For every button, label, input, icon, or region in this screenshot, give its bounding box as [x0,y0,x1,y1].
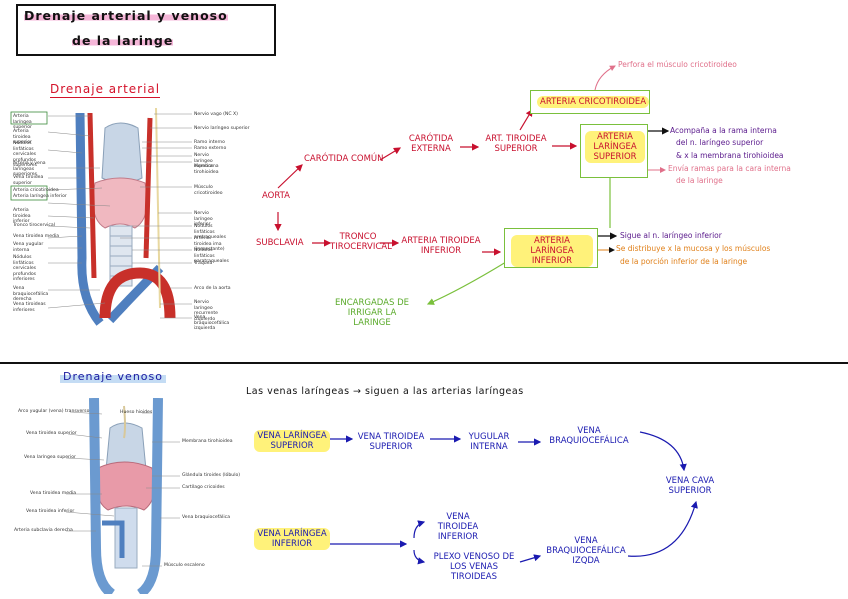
fig-label-l9: Tronco tirocervical [13,223,55,228]
node-carotida-comun: CARÓTIDA COMÚN [304,154,384,164]
vnode-yugular-interna: YUGULAR INTERNA [468,432,510,452]
fig-label-r6: Membrana tirohioidea [194,164,219,175]
vfig-label-r4: Cartílago cricoides [182,485,225,490]
arterial-heading: Drenaje arterial [50,82,161,98]
fig-label-r13: Arco de la aorta [194,286,231,291]
fig-label-l12: Nódulos linfáticos cervicales profundos … [13,255,37,283]
venoso-illustration: Arco yugular (vena) transverso Vena tiro… [12,397,240,599]
fig-label-r2: Nervio laríngeo superior [194,126,250,131]
fig-label-l8: Arteria tiroidea inferior [13,208,31,225]
node-arteria-cricotiroidea: ARTERIA CRICOTIROIDEA [537,96,650,108]
vfig-label-r6: Músculo escaleno [164,563,205,568]
vfig-label-l4: Vena tiroidea media [30,491,77,496]
venoso-intro: Las venas laríngeas → siguen a las arter… [246,386,524,397]
varrow-8 [519,554,542,563]
arrow-encargadas [426,261,507,305]
varrow-4 [639,431,687,472]
node-aorta: AORTA [262,191,290,201]
fig-label-l14: Vena tiroideas inferiores [13,302,46,313]
node-arteria-tiroidea-inferior: ARTERIA TIROIDEA INFERIOR [401,236,481,256]
fig-label-l2: Arteria tiroidea superior [13,129,32,146]
fig-label-r11: Nódulos linfáticos paratraqueales [194,248,229,265]
fig-label-r15: Vena braquiocefálica izquierda [194,315,230,332]
larynx-venous-figure [12,397,234,599]
varrow-7 [413,549,426,565]
node-carotida-externa: CARÓTIDA EXTERNA [408,134,454,154]
arterial-arrows [274,65,670,305]
node-subclavia: SUBCLAVIA [256,238,304,248]
note-distribuye-1: Se distribuye x la mucosa y los músculos [616,244,771,253]
note-distribuye-2: de la porción inferior de la laringe [620,257,748,266]
fig-label-l3: Nódulos linfáticos cervicales profundos … [13,141,38,169]
fig-label-r14: Nervio laríngeo recurrente izquierdo [194,300,219,322]
note-envia-1: Envía ramas para la cara interna [668,164,791,173]
larynx-arterial-figure [10,107,230,330]
vfig-label-l3: Vena laríngea superior [24,455,76,460]
vnode-vena-tiroidea-inferior: VENA TIROIDEA INFERIOR [437,512,479,542]
title-line-1: Drenaje arterial y venoso [24,8,228,23]
note-sigue: Sigue al n. laríngeo inferior [620,231,722,240]
vnode-vena-laringea-superior: VENA LARÍNGEA SUPERIOR [254,430,330,452]
varrow-6 [413,520,426,539]
fig-label-l10: Vena tiroidea media [13,234,60,239]
note-acompana-3: & x la membrana tirohioidea [676,151,784,160]
fig-label-l7: Arteria laríngea inferior [13,194,67,199]
vnode-vena-laringea-inferior: VENA LARÍNGEA INFERIOR [254,528,330,550]
note-perfora: Perfora el músculo cricotiroideo [618,60,737,69]
fig-label-r9: Nódulos linfáticos pretraqueales [194,224,226,241]
node-tronco-tirocervical: TRONCO TIROCERVICAL [330,232,392,252]
venoso-heading: Drenaje venoso [60,370,166,383]
box-arteria-cricotiroidea: ARTERIA CRICOTIROIDEA [530,90,650,114]
fig-label-r7: Músculo cricotiroideo [194,185,223,196]
fig-label-r10: Arteria tiroidea ima (inconstante) [194,236,225,253]
fig-label-r5: Nervio laríngeo superior [194,153,213,170]
fig-label-l11: Vena yugular interna [13,242,44,253]
node-arteria-laringea-inferior: ARTERIA LARÍNGEA INFERIOR [511,235,593,267]
note-acompana-1: Acompaña a la rama interna [670,126,777,135]
vfig-label-l1: Arco yugular (vena) transverso [18,409,90,414]
node-arteria-laringea-superior: ARTERIA LARÍNGEA SUPERIOR [585,131,645,163]
vfig-label-r5: Vena braquiocefálica [182,515,231,520]
fig-label-l4: Arteria y vena laríngeas superiores [13,161,46,178]
note-acompana-2: del n. laríngeo superior [676,138,764,147]
box-arteria-laringea-superior: ARTERIA LARÍNGEA SUPERIOR [580,124,648,178]
fig-label-l13: Vena braquiocefálica derecha [13,286,49,303]
vfig-label-l2: Vena tiroidea superior [26,431,77,436]
vfig-label-r1: Hueso hioides [120,410,153,415]
arrow-carotida-externa [379,147,402,161]
fig-label-l6: Arteria cricotiroidea [13,188,59,193]
fig-label-r8: Nervio laríngeo inferior [194,211,213,228]
vfig-label-r3: Glándula tiroides (lóbulo) [182,473,241,478]
vfig-label-l6: Arteria subclavia derecha [14,528,73,533]
fig-label-l1: Arteria laríngea superior [13,114,32,131]
fig-label-l5: Vena tiroidea superior [13,175,44,186]
note-envia-2: de la laringe [676,176,723,185]
venous-arrows [330,431,698,565]
vnode-vena-braquiocefalica-izq: VENA BRAQUIOCEFÁLICA IZQDA [546,536,626,566]
box-arteria-laringea-inferior: ARTERIA LARÍNGEA INFERIOR [504,228,598,268]
vnode-plexo-venoso: PLEXO VENOSO DE LOS VENAS TIROIDEAS [433,552,515,582]
vfig-label-r2: Membrana tirohioidea [182,439,233,444]
fig-label-r3: Ramo interno [194,140,225,145]
vnode-vena-tiroidea-superior: VENA TIROIDEA SUPERIOR [357,432,425,452]
arrow-aorta-carotida [277,164,303,189]
vnode-vena-braquiocefalica: VENA BRAQUIOCEFÁLICA [549,426,629,446]
title-box [16,4,276,56]
section-divider [0,362,848,364]
arterial-illustration: Arteria laríngea superior Arteria tiroid… [10,107,250,332]
node-encargadas: ENCARGADAS DE IRRIGAR LA LARINGE [334,298,409,328]
vfig-label-l5: Vena tiroidea inferior [26,509,75,514]
fig-label-r1: Nervio vago (NC X) [194,112,238,117]
node-art-tiroidea-superior: ART. TIROIDEA SUPERIOR [485,134,547,154]
varrow-9 [627,500,698,557]
fig-label-r4: Ramo externo [194,146,227,151]
arrow-perfora [594,65,616,91]
fig-label-r12: Tráquea [194,261,213,266]
vnode-vena-cava-superior: VENA CAVA SUPERIOR [665,476,715,496]
title-line-2: de la laringe [72,33,174,48]
